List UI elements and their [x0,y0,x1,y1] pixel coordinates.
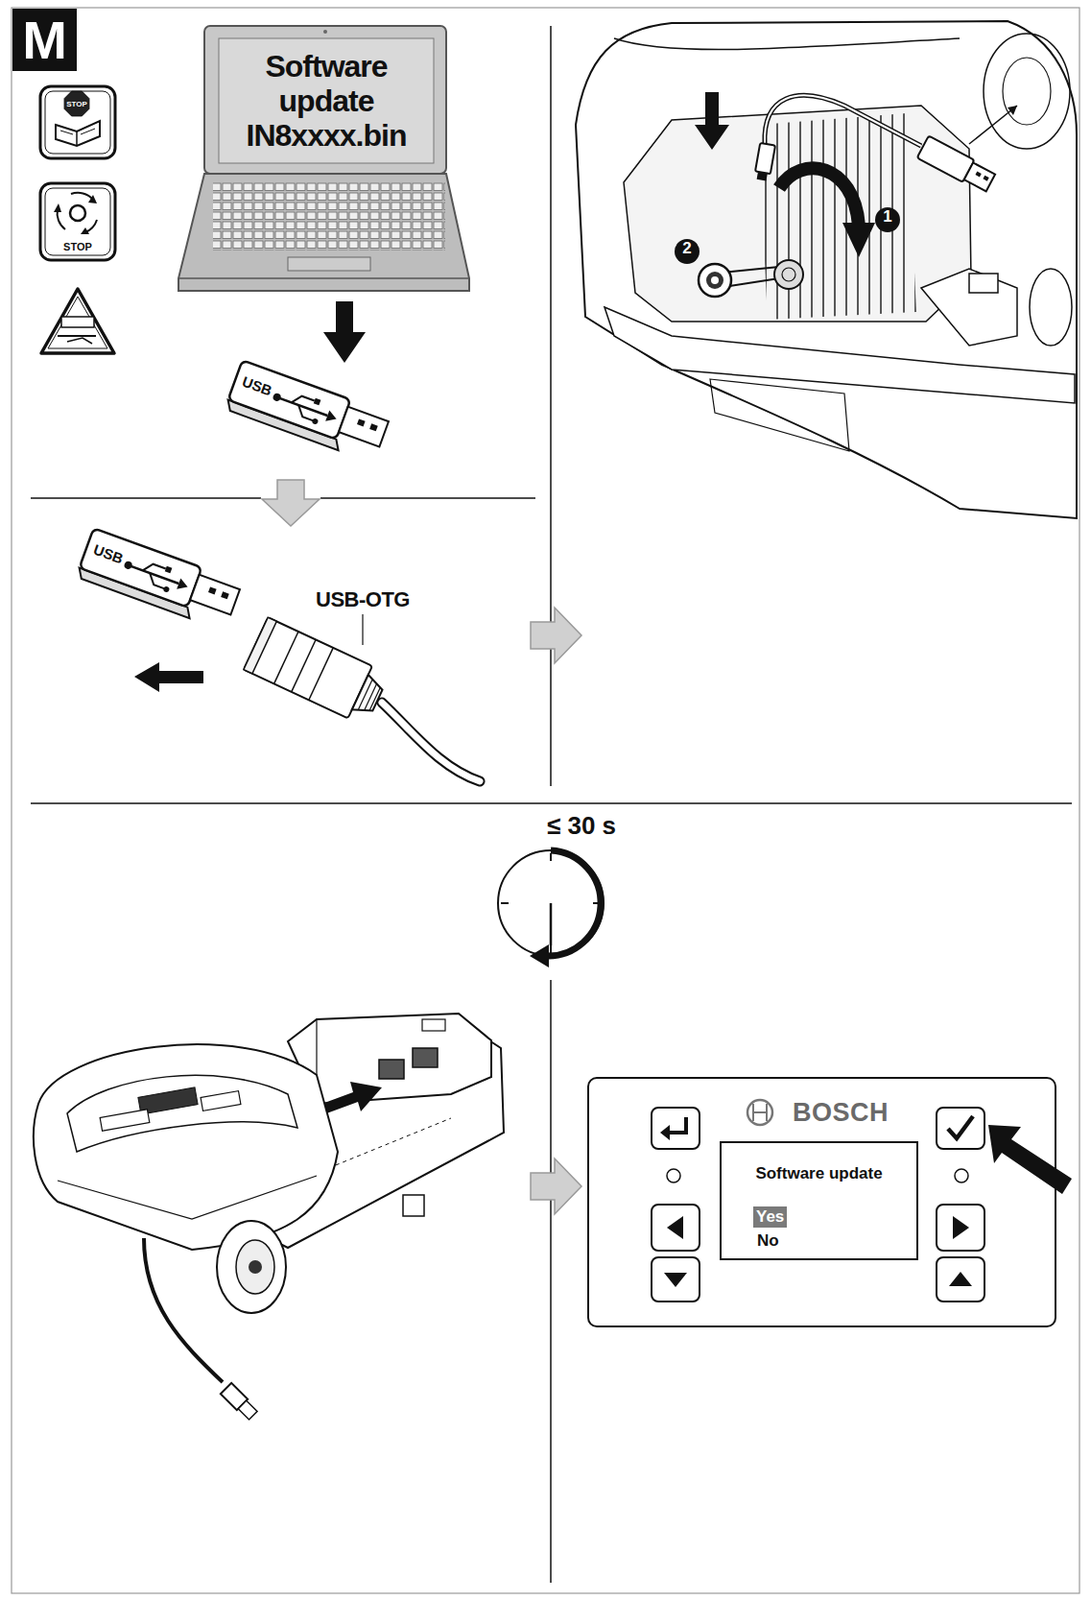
display-screen: Software updateYesNo [719,1140,919,1260]
icon-text: STOP [63,240,93,253]
screen-text: Software update IN8xxxx.bin [218,48,434,153]
part-name: USB-OTG [315,587,410,613]
display-title: Software update [721,1163,917,1184]
laptop-screen: Software update IN8xxxx.bin [218,38,434,164]
time-label: ≤ 30 s [546,810,617,841]
menu-option-selected: Yes [753,1206,787,1228]
callout-number: 1 [875,207,901,233]
panel-letter-text: M [22,13,68,68]
panel-letter: M [12,8,77,72]
icon-text: STOP [66,99,88,109]
control-panel: BOSCH Software updateYesNo [587,1076,1057,1328]
callout-number: 2 [674,238,700,264]
brand-logo-text: BOSCH [792,1097,889,1128]
menu-option: No [757,1231,780,1251]
